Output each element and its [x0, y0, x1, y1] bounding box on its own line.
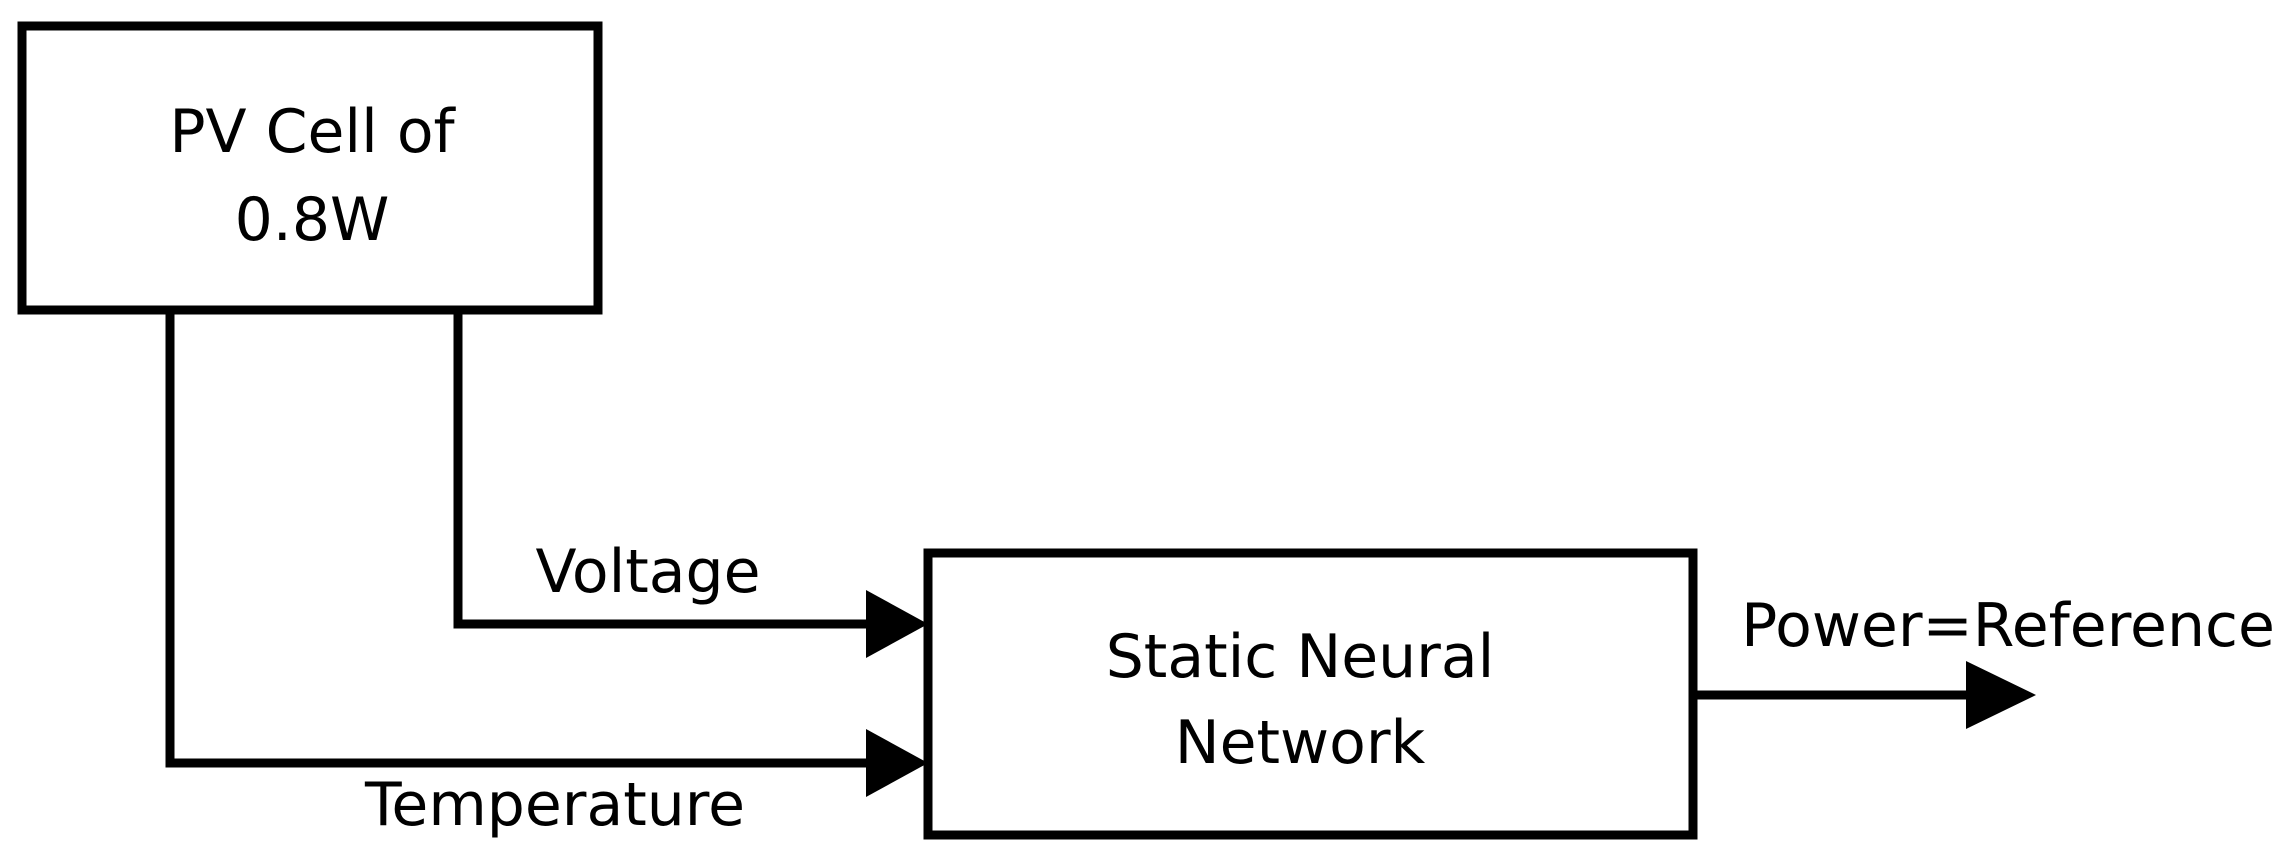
pv-cell-label-line2: 0.8W	[235, 185, 390, 255]
pv-cell-box	[17, 21, 603, 315]
temperature-label: Temperature	[364, 770, 745, 840]
output-label: Power=Reference	[1741, 591, 2275, 661]
voltage-wire	[453, 309, 875, 629]
pv-cell-label-line1: PV Cell of	[169, 97, 456, 167]
output-connection: Power=Reference	[1692, 591, 2275, 729]
voltage-label: Voltage	[535, 537, 760, 607]
neural-network-label-line1: Static Neural	[1106, 622, 1495, 692]
neural-network-box	[923, 548, 1698, 840]
temperature-wire	[165, 309, 875, 768]
pv-cell-block: PV Cell of 0.8W	[17, 21, 603, 315]
temperature-arrowhead	[866, 729, 928, 797]
neural-network-block: Static Neural Network	[923, 548, 1698, 840]
temperature-connection: Temperature	[165, 309, 928, 840]
voltage-arrowhead	[866, 590, 928, 658]
neural-network-label-line2: Network	[1175, 708, 1426, 778]
output-arrowhead	[1966, 661, 2036, 729]
voltage-connection: Voltage	[453, 309, 928, 658]
